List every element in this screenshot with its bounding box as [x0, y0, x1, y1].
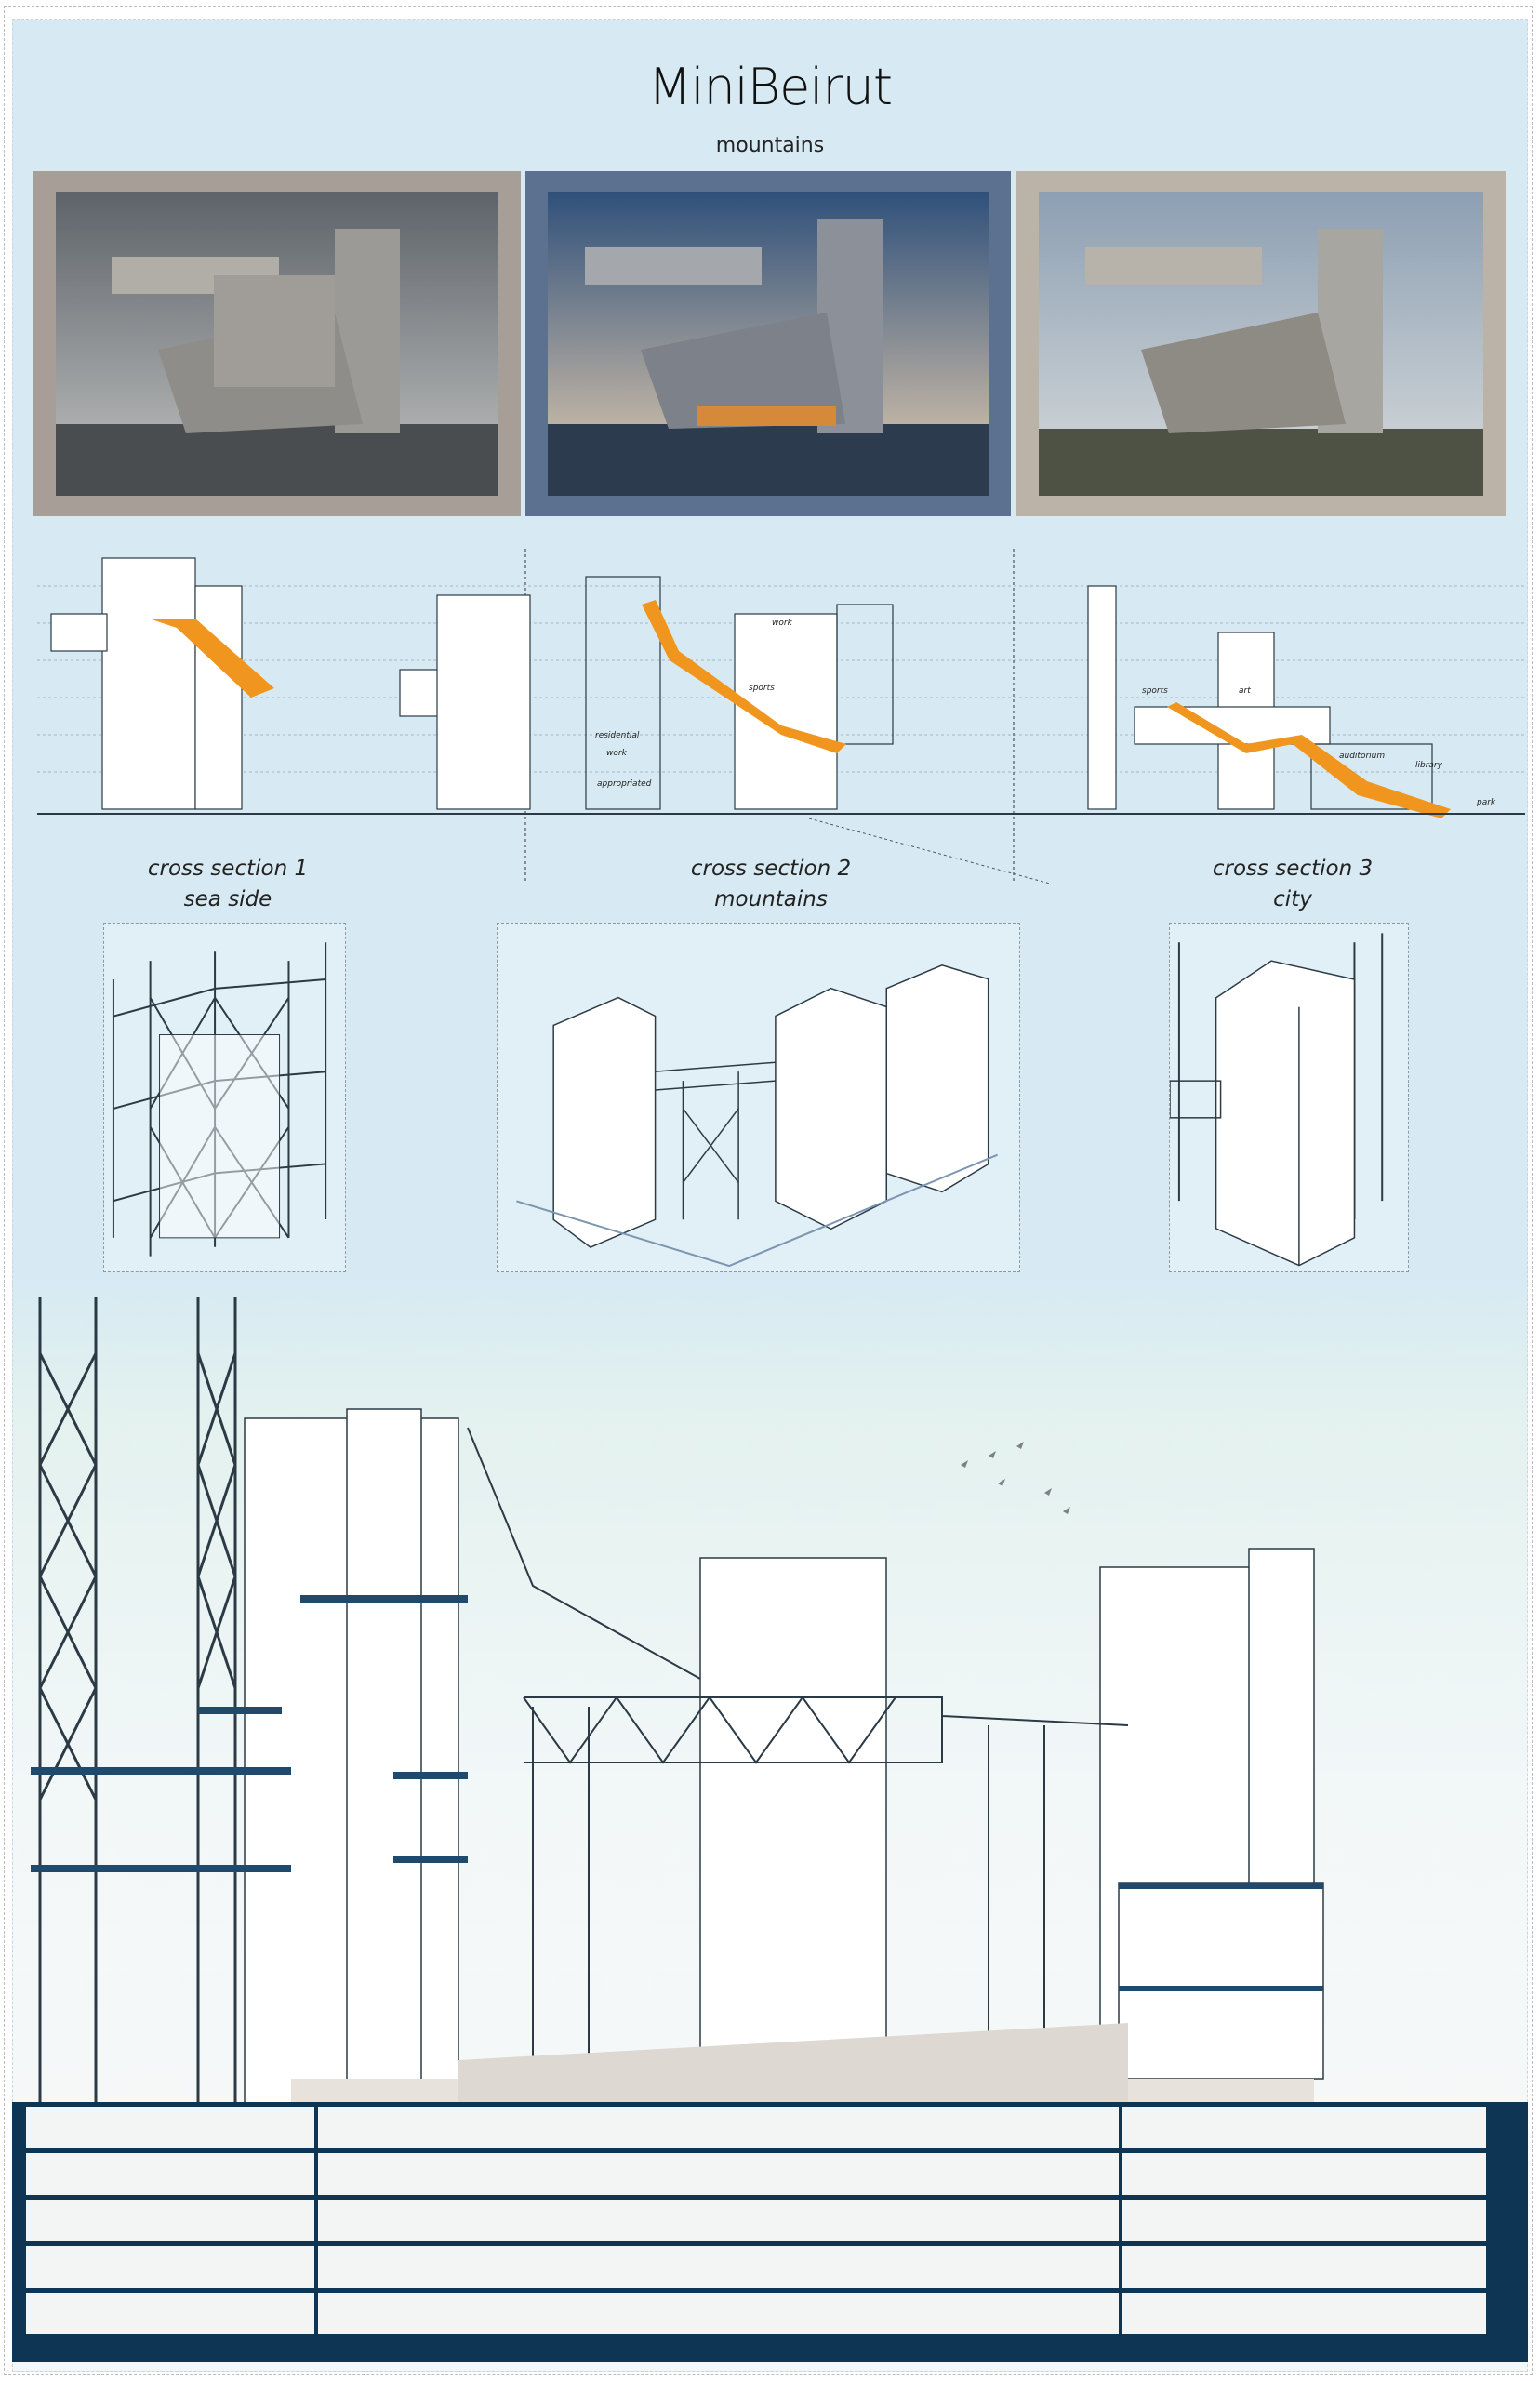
cross-section-place: mountains	[714, 887, 828, 911]
cross-section-3-label: cross section 3 city	[1153, 854, 1432, 915]
axonometric-drawing	[112, 942, 327, 1257]
label-appropriated: appropriated	[597, 779, 652, 789]
label-park: park	[1476, 798, 1496, 807]
cross-section-title: cross section 2	[690, 857, 852, 881]
building-render-image	[548, 192, 989, 496]
axonometric-mountains	[497, 923, 1020, 1272]
cross-section-1-label: cross section 1 sea side	[88, 854, 367, 915]
cross-section-title: cross section 3	[1212, 857, 1374, 881]
buildings	[244, 1408, 1324, 2182]
perspective-section-drawing	[12, 1297, 1528, 2362]
axonometric-drawing	[516, 964, 999, 1268]
label-work-tower: work	[772, 619, 793, 628]
label-work: work	[606, 749, 628, 758]
plaza-shadow	[458, 2023, 1128, 2107]
poster-subtitle: mountains	[715, 134, 825, 157]
axonometric-drawing	[1169, 933, 1384, 1267]
bridges	[467, 1427, 1129, 2153]
poster-title: MiniBeirut	[647, 58, 893, 116]
label-residential: residential	[595, 731, 640, 740]
birds	[961, 1442, 1070, 1514]
orange-ramps	[149, 600, 1451, 818]
axonometric-city	[1169, 923, 1409, 1272]
elevation-buildings	[50, 557, 1433, 810]
cross-section-title: cross section 1	[147, 857, 309, 881]
render-dusk	[525, 171, 1011, 516]
floor-slabs	[31, 1595, 1323, 1991]
label-library: library	[1415, 761, 1443, 770]
underground-base	[12, 2102, 1528, 2362]
poster-frame	[4, 6, 1533, 2375]
steel-towers	[38, 1297, 237, 2153]
cross-section-place: sea side	[183, 887, 272, 911]
street-elevation-drawing: residential work appropriated work sport…	[37, 549, 1525, 884]
building-render-image	[1039, 192, 1483, 496]
cross-section-2-label: cross section 2 mountains	[631, 854, 910, 915]
building-render-image	[56, 192, 498, 496]
cross-section-place: city	[1273, 887, 1312, 911]
label-sports-bridge: sports	[749, 684, 775, 693]
label-auditorium: auditorium	[1339, 752, 1385, 761]
render-overcast	[33, 171, 521, 516]
label-art: art	[1239, 686, 1251, 696]
render-daylight	[1016, 171, 1506, 516]
label-sports: sports	[1142, 686, 1168, 696]
axonometric-sea-side	[103, 923, 346, 1272]
